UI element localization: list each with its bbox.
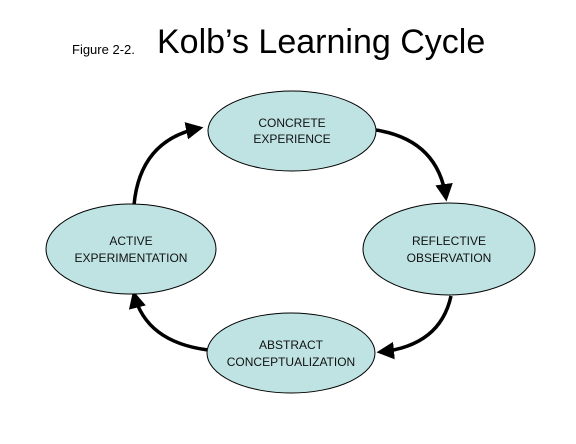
arrow-concrete-to-reflective <box>375 128 453 202</box>
node-reflective-line1: REFLECTIVE <box>412 234 486 248</box>
arrow-abstract-to-active <box>128 290 209 352</box>
node-active-experimentation: ACTIVE EXPERIMENTATION <box>45 203 217 295</box>
node-active-line1: ACTIVE <box>109 234 152 248</box>
node-reflective-line2: OBSERVATION <box>407 251 492 265</box>
node-abstract-line1: ABSTRACT <box>259 338 324 352</box>
arrow-reflective-to-abstract <box>376 295 453 360</box>
node-abstract-conceptualization: ABSTRACT CONCEPTUALIZATION <box>206 312 376 394</box>
node-abstract-line2: CONCEPTUALIZATION <box>227 355 355 369</box>
node-concrete-line2: EXPERIENCE <box>253 132 330 146</box>
figure-header: Figure 2-2. Kolb’s Learning Cycle <box>0 0 576 90</box>
figure-label: Figure 2-2. <box>72 42 135 57</box>
node-concrete-experience: CONCRETE EXPERIENCE <box>207 90 377 172</box>
figure-title: Kolb’s Learning Cycle <box>157 23 486 61</box>
node-concrete-line1: CONCRETE <box>258 116 325 130</box>
arrow-active-to-concrete <box>132 122 204 206</box>
node-active-line2: EXPERIMENTATION <box>75 251 188 265</box>
node-reflective-observation: REFLECTIVE OBSERVATION <box>362 202 536 296</box>
